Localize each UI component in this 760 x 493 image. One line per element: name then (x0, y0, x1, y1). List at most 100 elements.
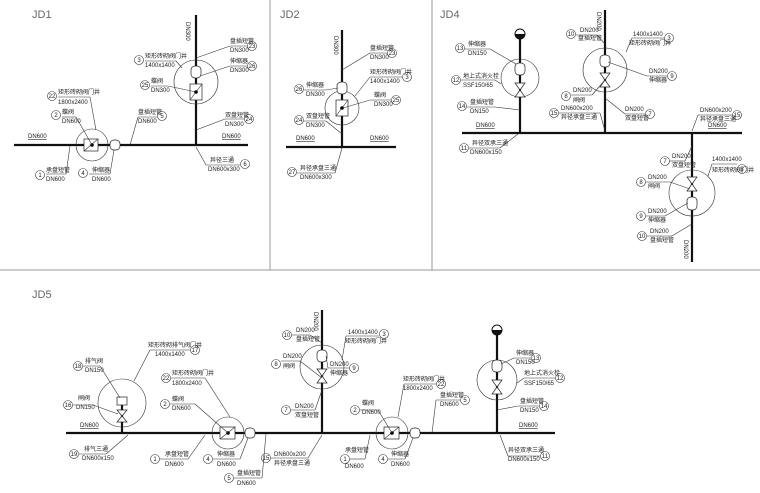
svg-text:14: 14 (541, 404, 548, 410)
svg-text:蝶阀: 蝶阀 (362, 399, 374, 407)
svg-text:蝶阀: 蝶阀 (374, 91, 386, 99)
callout: 11 异径双承三通 DN600x150 (459, 133, 519, 156)
panel-title: JD2 (280, 9, 300, 21)
svg-text:1400x1400: 1400x1400 (145, 63, 175, 69)
svg-text:伸缩器: 伸缩器 (648, 216, 666, 224)
svg-text:15: 15 (551, 111, 558, 117)
expansion-joint-icon (190, 65, 202, 79)
expansion-joint-icon (336, 81, 348, 95)
svg-text:伸缩器: 伸缩器 (92, 166, 110, 174)
svg-text:9: 9 (639, 214, 643, 220)
svg-text:伸缩器: 伸缩器 (468, 40, 486, 48)
svg-text:异径承盘三通: 异径承盘三通 (274, 459, 310, 467)
svg-text:闸阀: 闸阀 (648, 182, 660, 190)
pipe-size-up: DN200 (595, 12, 601, 31)
svg-text:DN200: DN200 (648, 209, 667, 215)
svg-text:盘插短管: 盘插短管 (296, 335, 320, 343)
svg-text:1: 1 (343, 457, 347, 463)
svg-text:24: 24 (296, 118, 303, 124)
svg-text:排气阀: 排气阀 (85, 357, 103, 365)
svg-text:8: 8 (564, 94, 568, 100)
svg-text:盘插短管: 盘插短管 (440, 391, 464, 399)
svg-text:3: 3 (137, 58, 141, 64)
gate-valve-icon (116, 409, 128, 423)
svg-text:11: 11 (461, 146, 468, 152)
valve-well (211, 416, 245, 450)
svg-text:异径承盘三通: 异径承盘三通 (300, 164, 336, 172)
pipe-size-left: DN600 (80, 423, 99, 429)
svg-text:DN600: DN600 (362, 410, 381, 416)
svg-text:DN600: DN600 (62, 119, 81, 125)
svg-text:2: 2 (353, 408, 357, 414)
svg-text:DN600x300: DN600x300 (300, 175, 332, 181)
svg-text:矩形砖砌阀门井: 矩形砖砌阀门井 (629, 39, 671, 47)
svg-text:矩形砖砌阀门井: 矩形砖砌阀门井 (345, 337, 387, 345)
svg-text:地上式消火栓: 地上式消火栓 (463, 72, 499, 80)
svg-text:伸缩器: 伸缩器 (391, 450, 409, 458)
gate-valve-icon (514, 82, 526, 98)
expansion-joint-icon (514, 62, 526, 76)
pipe-size-left: DN600 (476, 123, 495, 129)
svg-text:DN600x150: DN600x150 (508, 457, 540, 463)
svg-text:DN200: DN200 (295, 404, 314, 410)
svg-text:1400x1400: 1400x1400 (633, 32, 663, 38)
svg-text:1400x1400: 1400x1400 (712, 157, 742, 163)
svg-text:盘插短管: 盘插短管 (138, 108, 162, 116)
svg-text:双盘短管: 双盘短管 (225, 111, 249, 119)
svg-text:异径双承三通: 异径双承三通 (472, 139, 508, 147)
svg-text:伸缩器: 伸缩器 (217, 450, 235, 458)
svg-text:4: 4 (206, 457, 210, 463)
valve-well (75, 128, 109, 162)
svg-text:DN300: DN300 (370, 55, 389, 61)
svg-text:26: 26 (249, 64, 256, 70)
svg-text:1: 1 (38, 173, 42, 179)
svg-text:承盘短管: 承盘短管 (46, 166, 70, 174)
svg-text:DN300: DN300 (230, 68, 249, 74)
expansion-joint-icon (599, 54, 611, 68)
svg-text:伸缩器: 伸缩器 (230, 57, 248, 65)
air-valve-icon (116, 396, 128, 406)
svg-text:7: 7 (663, 159, 667, 165)
svg-text:DN600: DN600 (92, 177, 111, 183)
svg-text:23: 23 (389, 51, 396, 57)
svg-text:DN600x200: DN600x200 (274, 452, 306, 458)
svg-text:13: 13 (533, 356, 540, 362)
svg-text:DN300: DN300 (225, 122, 244, 128)
svg-text:DN600: DN600 (46, 177, 65, 183)
svg-text:异径双承三通: 异径双承三通 (508, 446, 544, 454)
svg-text:盘插短管: 盘插短管 (370, 44, 394, 52)
valve-well (97, 378, 147, 428)
panel-title: JD1 (32, 9, 52, 21)
svg-text:盘插短管: 盘插短管 (578, 34, 602, 42)
panel-title: JD5 (32, 289, 52, 301)
svg-text:矩形砖砌阀门井: 矩形砖砌阀门井 (370, 68, 412, 76)
svg-text:双盘短管: 双盘短管 (295, 411, 319, 419)
svg-text:6: 6 (243, 162, 247, 168)
svg-text:DN300: DN300 (306, 92, 325, 98)
svg-text:DN600x150: DN600x150 (470, 150, 502, 156)
callout: 1 承盘短管 DN600 (35, 145, 71, 183)
svg-text:盘插短管: 盘插短管 (230, 37, 254, 45)
svg-text:18: 18 (75, 364, 82, 370)
